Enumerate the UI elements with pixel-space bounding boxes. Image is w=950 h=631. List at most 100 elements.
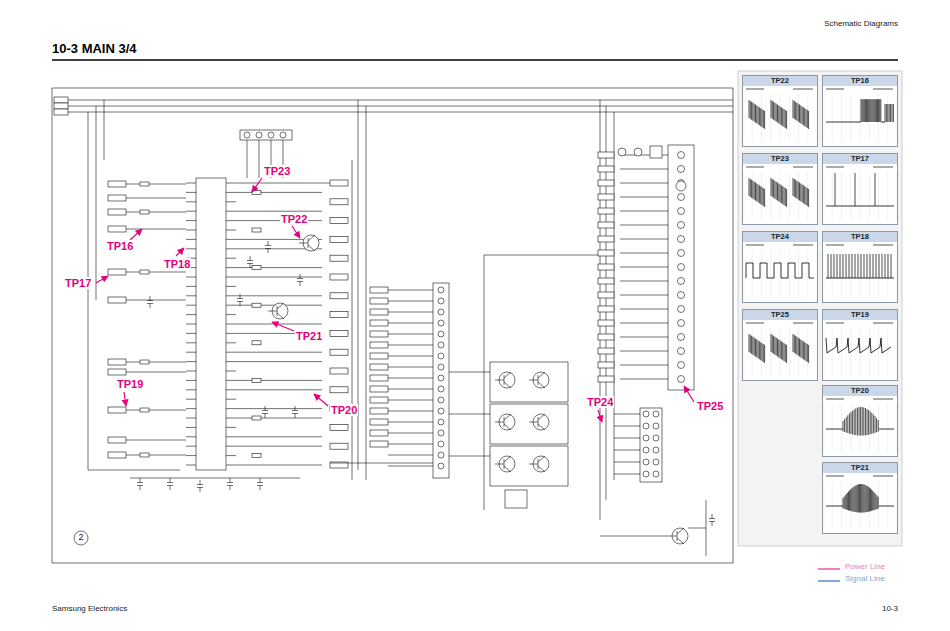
grid-line [878, 94, 879, 142]
trace [800, 340, 801, 358]
wire [226, 371, 236, 372]
wire [495, 380, 504, 381]
wire [226, 183, 236, 184]
trace [879, 429, 894, 430]
trace [867, 409, 868, 435]
trace [874, 493, 875, 510]
resistor-symbol [252, 454, 261, 458]
resistor-symbol [252, 341, 261, 345]
trace [864, 99, 865, 122]
wire [677, 531, 678, 541]
signal-tag [330, 368, 348, 374]
grid-line [850, 94, 851, 142]
waveform-panel: TP23 [742, 153, 818, 225]
oscilloscope-trace [823, 164, 897, 224]
wire [226, 286, 236, 287]
trace [857, 485, 858, 513]
trace [784, 187, 785, 205]
trace [785, 344, 786, 362]
wire [620, 365, 668, 366]
grid-line [798, 250, 799, 298]
wire [260, 486, 261, 491]
trace [762, 109, 763, 127]
grid-line [807, 94, 808, 142]
trace [807, 110, 808, 128]
wire [186, 333, 196, 334]
trace [877, 99, 878, 122]
trace [804, 342, 805, 360]
wire [126, 362, 186, 363]
grid-line [807, 328, 808, 376]
resistor-symbol [140, 360, 149, 364]
pin-circle [268, 132, 274, 138]
trace [749, 100, 750, 118]
trace [865, 99, 866, 122]
grid-line [761, 328, 762, 376]
trace [751, 180, 752, 198]
grid-line [841, 250, 842, 298]
wire [104, 100, 105, 160]
wire [620, 197, 668, 198]
trace [796, 181, 797, 199]
trace [755, 105, 756, 123]
trace [751, 336, 752, 354]
pin-circle [244, 132, 250, 138]
wire [186, 230, 196, 231]
oscilloscope-trace [823, 396, 897, 456]
trace [862, 99, 863, 122]
wire [504, 382, 511, 388]
wire [126, 410, 186, 411]
wire [186, 446, 196, 447]
scope-setting [873, 244, 893, 246]
grid-line [869, 94, 870, 142]
pin-circle [643, 435, 649, 441]
wire [614, 462, 640, 463]
wire [388, 323, 433, 324]
wire [226, 342, 236, 343]
grid-line [878, 328, 879, 376]
trace [862, 484, 863, 512]
wire [226, 380, 236, 381]
grid-line [832, 172, 833, 220]
trace [844, 419, 845, 432]
trace [826, 206, 894, 207]
trace [772, 101, 773, 119]
pin-circle [678, 194, 685, 201]
trace [869, 99, 870, 122]
trace [778, 340, 779, 358]
wire [226, 220, 236, 221]
trace [750, 179, 751, 197]
header-text: Schematic Diagrams [824, 20, 898, 29]
wire [126, 184, 186, 185]
wire [295, 406, 296, 411]
trace [867, 99, 868, 122]
trace [878, 420, 879, 432]
wire [226, 324, 236, 325]
wire [538, 375, 539, 385]
signal-tag [330, 218, 348, 224]
signal-tag [598, 250, 614, 256]
signal-tag [330, 387, 348, 393]
wire [250, 264, 251, 269]
signal-tag [598, 320, 614, 326]
transistor-group [490, 362, 568, 402]
wire [186, 455, 196, 456]
signal-tag [370, 419, 388, 425]
trace [854, 410, 855, 435]
wire [538, 424, 545, 430]
wire [236, 295, 322, 296]
connector [240, 130, 292, 140]
trace [802, 341, 803, 359]
wire [226, 211, 236, 212]
wire [529, 464, 538, 465]
grid-line [770, 172, 771, 220]
trace [888, 254, 889, 278]
grid-line [817, 172, 818, 220]
legend-swatch [818, 580, 840, 582]
grid-line [823, 481, 824, 529]
waveform-panel: TP19 [822, 309, 898, 381]
wire [388, 367, 433, 368]
trace [758, 185, 759, 203]
grid-line [743, 250, 744, 298]
wire [620, 183, 668, 184]
